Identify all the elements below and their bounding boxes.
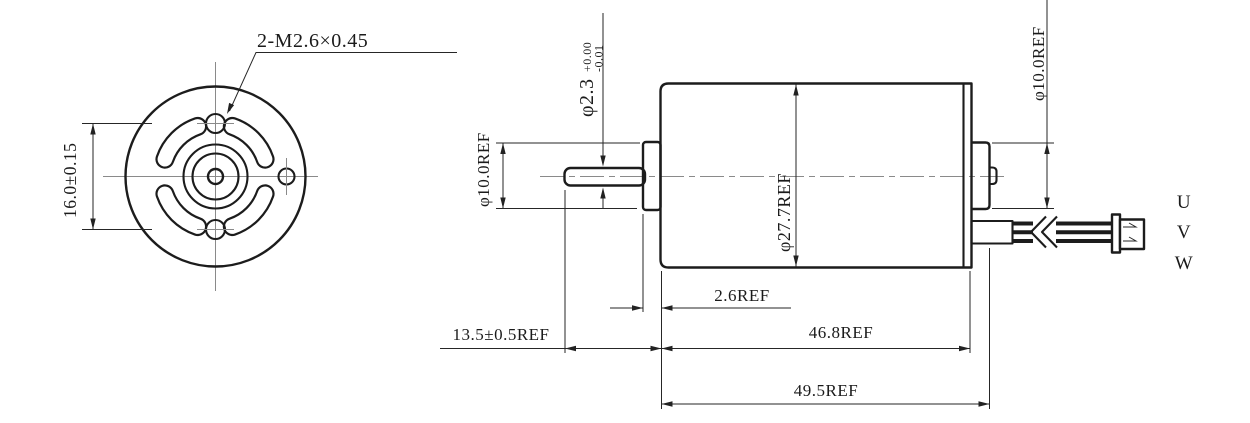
rear-boss-dia-dimension: φ10.0REF [992, 0, 1054, 209]
shaft-ext-length-label: 13.5±0.5REF [452, 325, 549, 344]
thread-callout-label: 2-M2.6×0.45 [257, 30, 368, 52]
front-boss-length-dimension: 2.6REF [610, 286, 791, 311]
body-dia-label: φ27.7REF [774, 173, 794, 252]
arrowhead-left [661, 305, 673, 311]
arrowhead-up [793, 84, 799, 96]
arrowhead-left [565, 345, 576, 352]
side-view: φ2.3 +0.00 -0.01 φ10.0REF φ27.7REF [440, 0, 1193, 409]
arrowhead-right [959, 345, 970, 352]
arrowhead-right [632, 305, 643, 311]
front-boss-length-label: 2.6REF [714, 286, 769, 305]
arrowhead-right [650, 345, 662, 352]
leader-line [229, 52, 457, 112]
shaft-dia-tol-lower: -0.01 [592, 45, 606, 73]
arrowhead-up [1044, 143, 1050, 154]
housing-outer-circle [124, 85, 307, 268]
connector-pin [1123, 236, 1138, 242]
shaft-dia-label: φ2.3 +0.00 -0.01 [576, 42, 606, 117]
vent-slot-lower-left-inner [157, 186, 205, 234]
front-boss-dia-label: φ10.0REF [474, 132, 493, 207]
arrowhead-left [661, 401, 673, 407]
shaft-dia-dimension: φ2.3 +0.00 -0.01 [576, 13, 606, 208]
front-boss-dia-dimension: φ10.0REF [474, 132, 640, 209]
arrowhead-down [1044, 197, 1050, 209]
shaft-hole [206, 167, 225, 186]
thread-callout: 2-M2.6×0.45 [227, 30, 457, 114]
shaft-ext-and-body-length-dimensions: 13.5±0.5REF 46.8REF [440, 323, 970, 352]
wire-break-symbol [1029, 215, 1047, 249]
hole-spacing-label: 16.0±0.15 [60, 143, 80, 218]
hub-inner-circle [191, 152, 240, 201]
vent-slot-upper-right-inner [225, 119, 273, 167]
body-dia-dimension: φ27.7REF [774, 84, 799, 267]
wire-label-u: U [1177, 192, 1191, 213]
arrowhead-up [500, 143, 506, 154]
arrowhead-down [600, 155, 606, 167]
connector-housing [1118, 218, 1146, 251]
wire-break-symbol [1040, 215, 1058, 249]
shaft-dia-value: φ2.3 [576, 78, 598, 117]
hub-outer-circle [182, 143, 249, 210]
arrowhead-down [90, 218, 96, 230]
hole-spacing-dimension: 16.0±0.15 [60, 123, 152, 230]
overall-length-dimension: 49.5REF [661, 381, 990, 407]
motor-shaft [563, 166, 647, 187]
rear-boss [971, 141, 991, 211]
motor-body [659, 82, 973, 269]
connector-pin [1123, 222, 1138, 228]
shaft-dia-tol-upper: +0.00 [580, 42, 594, 72]
lead-wires [970, 213, 1146, 254]
arrowhead-up [600, 187, 606, 199]
vent-slot-upper-left-inner [157, 119, 205, 167]
body-length-label: 46.8REF [809, 323, 873, 342]
bearing-bump [989, 166, 998, 186]
wire-label-v: V [1177, 222, 1191, 243]
rear-boss-dia-label: φ10.0REF [1029, 26, 1048, 101]
vent-slot-lower-right-inner [225, 186, 273, 234]
arrowhead-down [793, 255, 799, 267]
arrowhead-up [90, 123, 96, 135]
arrowhead-left [661, 345, 673, 352]
arrowhead-down [500, 197, 506, 209]
arrowhead-right [978, 401, 990, 407]
wire-phase-labels: U V W [1175, 192, 1193, 274]
wire-sleeve [970, 219, 1014, 245]
wire-label-w: W [1175, 253, 1193, 274]
overall-length-label: 49.5REF [794, 381, 858, 400]
front-view: 2-M2.6×0.45 16.0±0.15 [60, 30, 457, 291]
vent-slots [155, 116, 275, 237]
leader-arrowhead [227, 102, 235, 114]
